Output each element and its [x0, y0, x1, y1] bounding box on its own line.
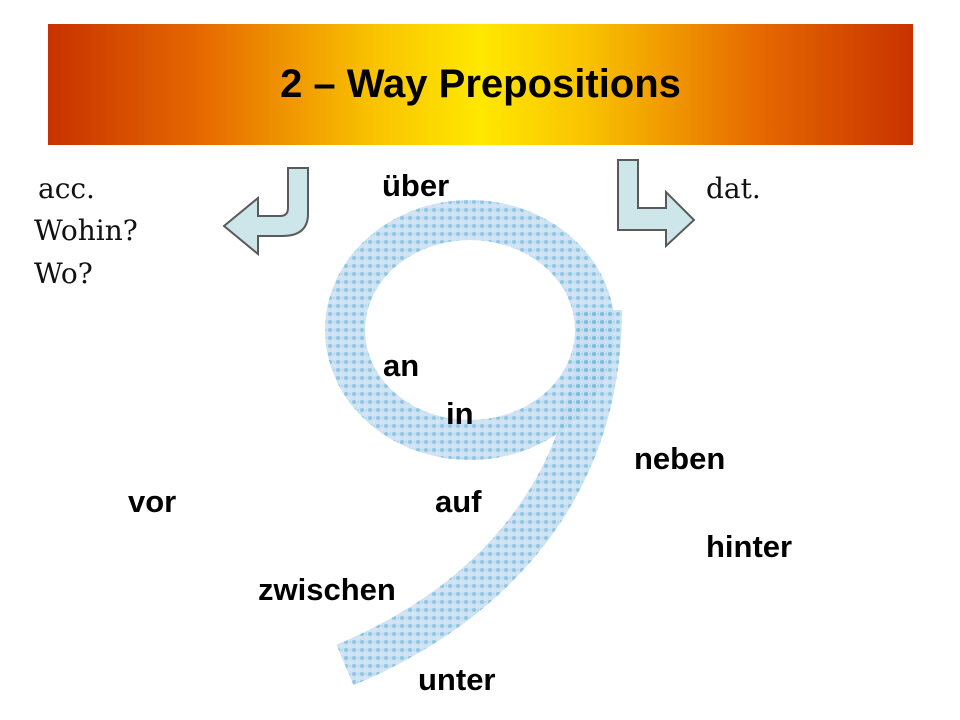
slide-title: 2 – Way Prepositions	[280, 62, 681, 106]
title-banner	[48, 24, 913, 145]
preposition-zwischen: zwischen	[258, 572, 396, 607]
preposition-an: an	[383, 348, 420, 383]
preposition-uber: über	[382, 168, 450, 203]
wo-label: Wo?	[34, 257, 93, 290]
preposition-in: in	[446, 396, 474, 431]
accusative-label: acc.	[38, 172, 95, 205]
preposition-auf: auf	[435, 484, 482, 519]
wohin-label: Wohin?	[34, 214, 138, 247]
dative-label: dat.	[706, 172, 761, 205]
preposition-hinter: hinter	[706, 529, 793, 564]
preposition-unter: unter	[418, 662, 496, 697]
preposition-neben: neben	[634, 441, 726, 476]
curved-arrow-right-icon	[617, 159, 696, 249]
preposition-vor: vor	[128, 484, 177, 519]
curved-arrow-left-icon	[222, 167, 309, 257]
